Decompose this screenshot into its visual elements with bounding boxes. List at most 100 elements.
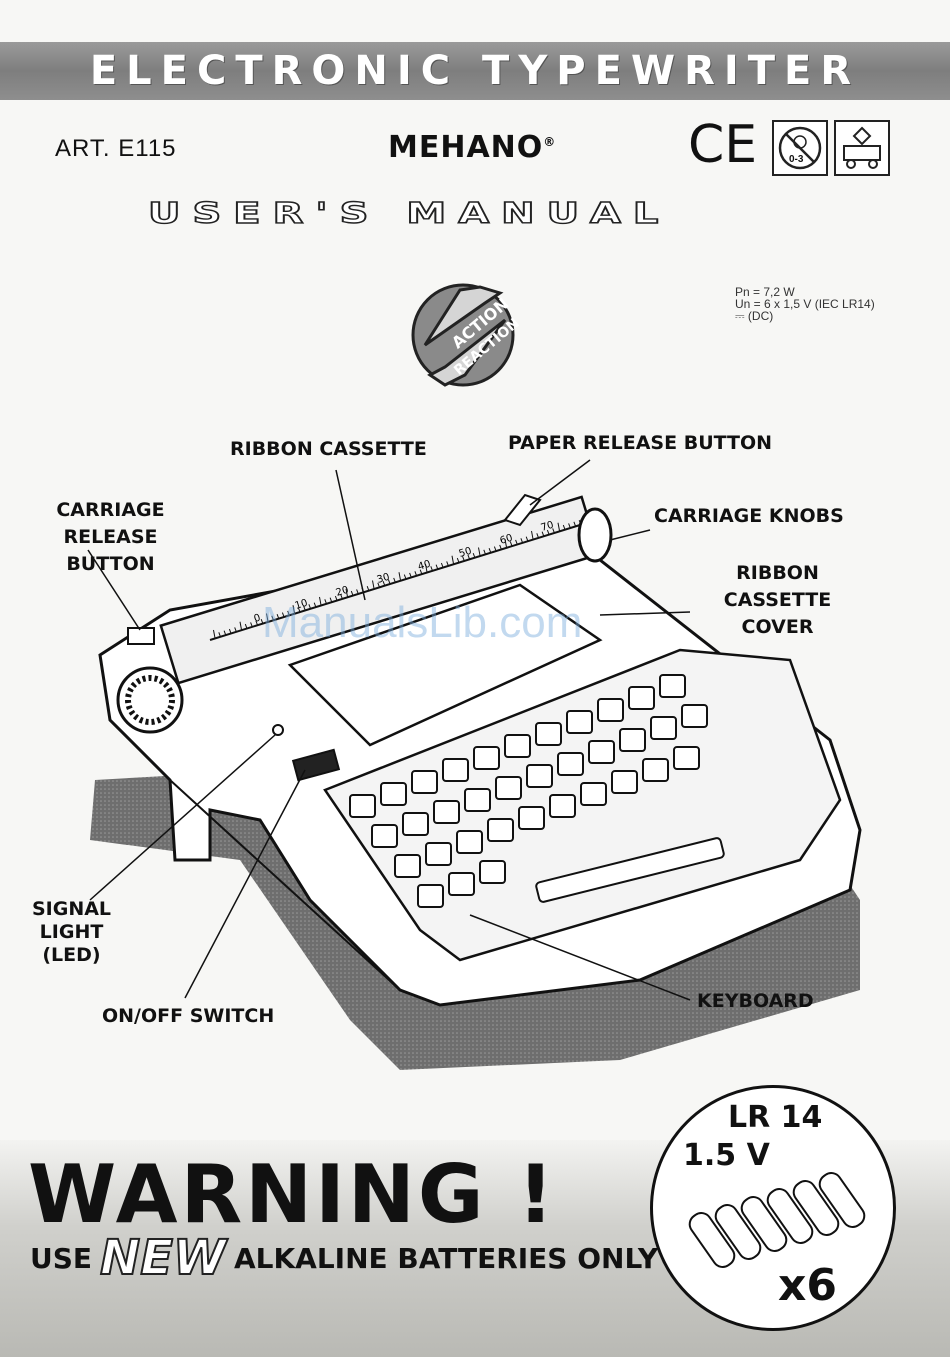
scale-tick xyxy=(573,521,576,526)
title-banner: ELECTRONIC TYPEWRITER xyxy=(0,42,950,100)
keyboard-key xyxy=(464,788,491,812)
label-cassette-cover-line2: CASSETTE COVER xyxy=(723,589,832,638)
scale-tick xyxy=(372,580,375,589)
keyboard-key xyxy=(518,806,545,830)
battery-cell xyxy=(792,1180,840,1236)
age-warning-label: 0-3 xyxy=(789,154,804,165)
scale-tick xyxy=(329,597,333,602)
scale-tick xyxy=(419,569,423,574)
scale-tick xyxy=(334,595,338,601)
battery-voltage: 1.5 V xyxy=(683,1138,770,1173)
scale-tick xyxy=(228,628,232,634)
label-carriage-release-line1: CARRIAGE xyxy=(56,499,165,521)
scale-number: 0 xyxy=(253,612,262,624)
scale-tick xyxy=(403,574,407,579)
keyboard-key xyxy=(673,746,700,770)
on-off-switch xyxy=(291,748,341,782)
scale-tick xyxy=(499,544,502,550)
scale-tick xyxy=(350,590,354,596)
scale-tick xyxy=(271,615,274,621)
scale-number: 50 xyxy=(458,546,473,560)
battery-cell xyxy=(740,1196,788,1252)
battery-cell xyxy=(688,1212,736,1268)
keyboard-key xyxy=(456,830,483,854)
scale-tick xyxy=(250,622,253,627)
battery-type: LR 14 xyxy=(728,1100,823,1135)
article-number: ART. E115 xyxy=(55,135,177,162)
label-signal-light: SIGNAL LIGHT (LED) xyxy=(4,898,139,967)
scale-tick xyxy=(239,621,242,630)
train-icon xyxy=(834,120,890,176)
callout-lines xyxy=(87,459,691,1001)
keyboard-key xyxy=(566,710,593,734)
users-manual-heading: USER'S MANUAL xyxy=(147,197,671,231)
spec-voltage: Un = 6 x 1,5 V (IEC LR14) xyxy=(735,297,875,311)
label-keyboard: KEYBOARD xyxy=(697,990,814,1012)
scale-number: 20 xyxy=(335,585,350,599)
scale-tick xyxy=(425,563,428,573)
scale-tick xyxy=(218,632,221,637)
keyboard-key xyxy=(504,734,531,758)
keyboard-keys xyxy=(349,674,708,908)
action-reaction-badge: ACTION REACTION xyxy=(411,283,523,387)
battery-cell xyxy=(766,1188,814,1244)
label-ribbon-cassette-cover: RIBBON CASSETTE COVER xyxy=(690,560,865,641)
warning-title: WARNING ! xyxy=(28,1148,557,1241)
scale-tick xyxy=(483,549,486,555)
label-on-off-switch: ON/OFF SWITCH xyxy=(102,1005,275,1027)
cassette-cover xyxy=(287,583,603,747)
keyboard-key xyxy=(394,854,421,878)
label-signal-light-line1: SIGNAL LIGHT xyxy=(31,898,112,943)
keyboard-key xyxy=(588,740,615,764)
scale-tick xyxy=(292,605,295,614)
keyboard-key xyxy=(619,728,646,752)
scale-tick xyxy=(287,610,290,616)
document-title: ELECTRONIC TYPEWRITER xyxy=(89,48,861,94)
scale-tick xyxy=(398,572,401,581)
keyboard-key xyxy=(659,674,686,698)
scale-tick xyxy=(562,524,566,530)
keyboard-key xyxy=(479,860,506,884)
label-paper-release-button: PAPER RELEASE BUTTON xyxy=(508,432,773,454)
scale-tick xyxy=(536,533,539,538)
paper-release-lever xyxy=(503,493,542,527)
scale-tick xyxy=(297,607,301,612)
keyboard-key xyxy=(597,698,624,722)
scale-tick xyxy=(313,602,317,607)
scale-tick xyxy=(308,604,311,609)
scale-tick xyxy=(393,577,396,583)
scale-tick xyxy=(520,538,523,543)
instruction-new: NEW xyxy=(99,1229,227,1287)
instruction-use: USE xyxy=(30,1242,93,1275)
ce-mark: CE xyxy=(688,115,758,175)
battery-cell xyxy=(714,1204,762,1260)
power-specs: Pn = 7,2 W Un = 6 x 1,5 V (IEC LR14) ⎓ (… xyxy=(735,286,875,322)
scale-tick xyxy=(446,561,449,566)
label-ribbon-cassette: RIBBON CASSETTE xyxy=(230,438,427,460)
signal-led xyxy=(272,724,284,736)
scale-tick xyxy=(387,579,391,584)
scale-tick xyxy=(546,529,550,535)
space-bar xyxy=(535,837,725,903)
scale-tick xyxy=(478,547,481,556)
scale-tick xyxy=(557,522,560,531)
keyboard-key xyxy=(402,812,429,836)
scale-tick xyxy=(531,530,534,540)
scale-number: 30 xyxy=(376,572,391,586)
scale-tick xyxy=(414,571,417,576)
keyboard-key xyxy=(442,758,469,782)
scale-tick xyxy=(456,557,460,563)
keyboard-key xyxy=(417,884,444,908)
keyboard-key xyxy=(487,818,514,842)
scale-tick xyxy=(525,536,529,541)
keyboard-key xyxy=(650,716,677,740)
keyboard-key xyxy=(681,704,708,728)
scale-number: 40 xyxy=(417,559,432,573)
scale-tick xyxy=(504,539,507,548)
keyboard-key xyxy=(549,794,576,818)
scale-tick xyxy=(234,627,237,632)
keyboard-key xyxy=(473,746,500,770)
keyboard-key xyxy=(557,752,584,776)
scale-tick xyxy=(462,556,465,561)
scale-tick xyxy=(568,523,571,528)
